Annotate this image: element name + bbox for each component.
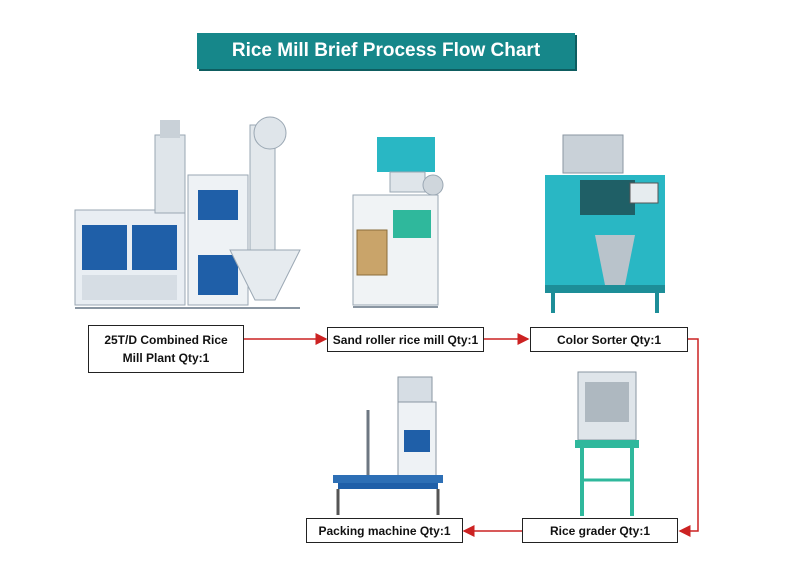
combined-rice-mill-machine-icon (74, 116, 301, 309)
step-sand-roller-rice-mill: Sand roller rice mill Qty:1 (327, 327, 484, 352)
sand-roller-machine-icon (352, 137, 444, 308)
step-color-sorter: Color Sorter Qty:1 (530, 327, 688, 352)
step-combined-rice-mill-plant: 25T/D Combined Rice Mill Plant Qty:1 (88, 325, 244, 373)
arrow-color-sorter-to-rice-grader (678, 338, 699, 537)
rice-grader-machine-icon (575, 371, 639, 516)
step-packing-machine: Packing machine Qty:1 (306, 518, 463, 543)
color-sorter-machine-icon (545, 134, 665, 313)
chart-title: Rice Mill Brief Process Flow Chart (197, 33, 575, 69)
packing-machine-icon (333, 376, 443, 515)
step-rice-grader: Rice grader Qty:1 (522, 518, 678, 543)
